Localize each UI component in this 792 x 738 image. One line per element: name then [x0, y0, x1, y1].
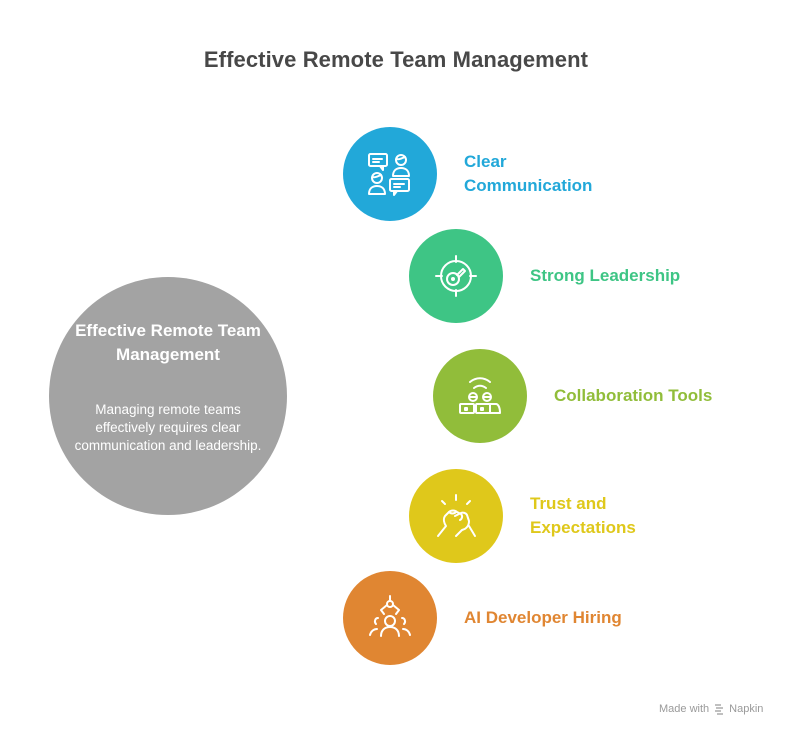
made-with-text: Made with [659, 703, 710, 715]
node-label-ai-developer-hiring: AI Developer Hiring [464, 608, 622, 627]
target-key-icon [435, 255, 477, 297]
chat-people-icon [368, 153, 410, 196]
node-trust-expectations [409, 469, 503, 563]
hub-circle: Effective Remote Team Management Managin… [49, 277, 287, 515]
handshake-icon [437, 494, 476, 537]
node-strong-leadership [409, 229, 503, 323]
node-collaboration-tools [433, 349, 527, 443]
node-label-strong-leadership: Strong Leadership [530, 266, 681, 285]
napkin-brand-text: Napkin [729, 703, 764, 715]
node-label-trust-expectations: Trust and Expectations [530, 494, 636, 537]
page-title: Effective Remote Team Management [203, 47, 589, 72]
node-ai-developer-hiring [343, 571, 437, 665]
robot-claw-people-icon [369, 595, 411, 637]
node-label-clear-communication: Clear Communication [464, 152, 593, 195]
footer-credit: Made with Napkin [659, 703, 763, 715]
napkin-logo-icon [715, 704, 724, 715]
node-clear-communication [343, 127, 437, 221]
hub-title: Effective Remote Team Management [75, 321, 261, 364]
node-label-collaboration-tools: Collaboration Tools [554, 386, 713, 405]
hub-description: Managing remote teams effectively requir… [74, 402, 262, 453]
team-laptops-icon [459, 377, 501, 414]
